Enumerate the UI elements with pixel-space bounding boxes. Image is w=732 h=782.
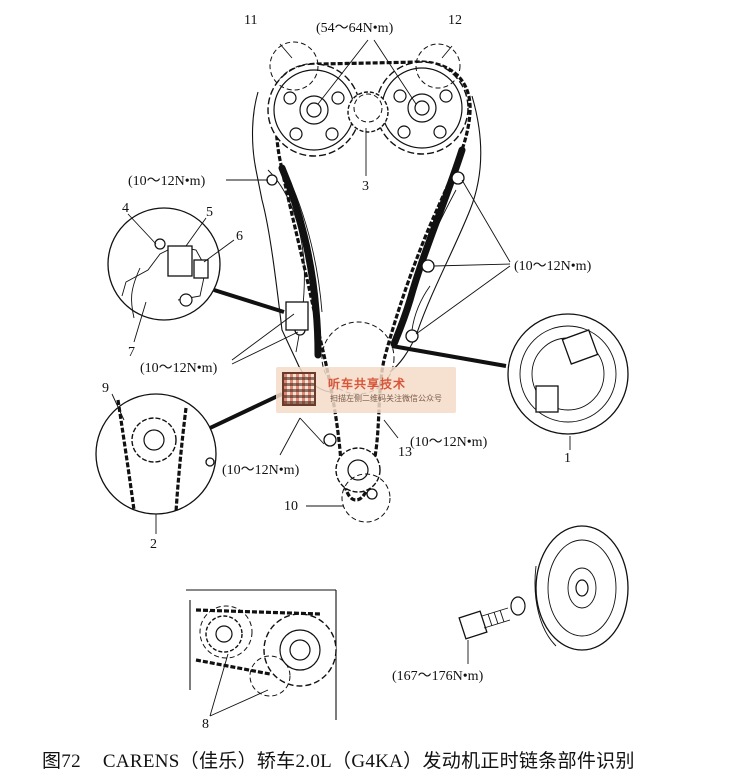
watermark-title: 听车共享技术: [328, 377, 407, 391]
crank-sprocket-area: [321, 321, 395, 523]
tensioner-body: [285, 301, 309, 331]
cam-gear-mesh: [347, 91, 389, 133]
label-12: 12: [448, 13, 462, 28]
torque-guide-right: (10～12N•m): [514, 259, 592, 274]
label-4: 4: [122, 201, 129, 216]
cover-bolts: [266, 171, 465, 447]
detail-chain-guide: [95, 392, 283, 534]
washer: [510, 596, 526, 616]
label-7: 7: [128, 345, 135, 360]
exhaust-cam-sprocket: [375, 61, 469, 155]
timing-chain: [273, 60, 472, 502]
qr-code-icon: [282, 372, 316, 406]
intake-cam-sprocket: [267, 63, 361, 157]
bolt-head: [458, 610, 488, 640]
timing-mark-11-circle: [269, 41, 319, 91]
chain-guides: [278, 146, 466, 359]
torque-guide-left: (10～12N•m): [128, 174, 206, 189]
torque-lower-right: (10～12N•m): [410, 435, 488, 450]
torque-crank-bolt: (167～176N•m): [392, 669, 484, 684]
figure-number: 图72: [42, 751, 81, 772]
label-8: 8: [202, 717, 209, 732]
torque-camshaft: (54～64N•m): [316, 21, 394, 36]
figure-caption: 图72 CARENS（佳乐）轿车2.0L（G4KA）发动机正时链条部件识别: [42, 746, 732, 772]
detail-tensioner: [107, 207, 285, 343]
watermark-subtitle: 扫描左侧二维码关注微信公众号: [330, 394, 442, 403]
label-2: 2: [150, 537, 157, 552]
watermark-banner: 听车共享技术 扫描左侧二维码关注微信公众号: [276, 367, 456, 413]
crank-pulley-assembly: [458, 525, 629, 664]
leader-lines: [226, 39, 511, 507]
figure-title: CARENS（佳乐）轿车2.0L（G4KA）发动机正时链条部件识别: [102, 751, 635, 772]
detail-crank-pulley-mark: [391, 313, 629, 450]
label-5: 5: [206, 205, 213, 220]
label-1: 1: [564, 451, 571, 466]
torque-lower-left: (10～12N•m): [222, 463, 300, 478]
timing-mark-12-circle: [415, 43, 461, 89]
label-10: 10: [284, 499, 298, 514]
callout-labels: (54～64N•m) 11 12 3 (10～12N•m) (10～12N•m)…: [102, 13, 592, 732]
detail-crank-timing-marks: [186, 589, 337, 720]
torque-tensioner: (10～12N•m): [140, 361, 218, 376]
label-9: 9: [102, 381, 109, 396]
label-3: 3: [362, 179, 369, 194]
label-11: 11: [244, 13, 257, 28]
label-6: 6: [236, 229, 243, 244]
label-13: 13: [398, 445, 412, 460]
